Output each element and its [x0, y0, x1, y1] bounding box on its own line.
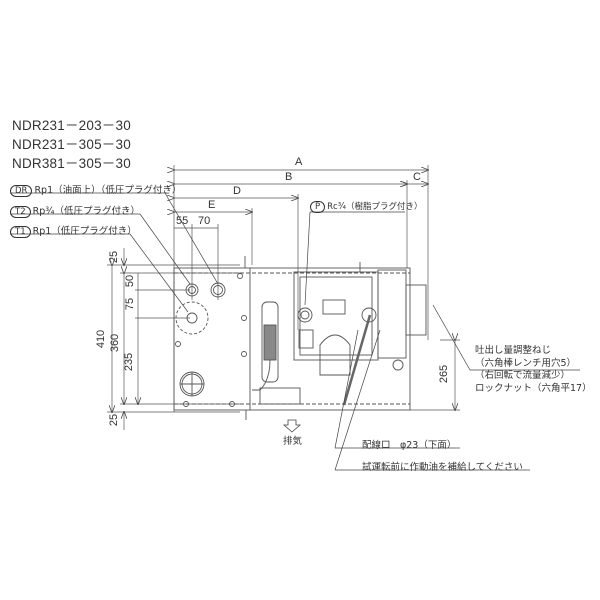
dim-label-25-bottom: 25 — [108, 413, 121, 427]
dim-label-70: 70 — [198, 215, 211, 227]
port-code: P — [310, 201, 326, 213]
model-list: NDR231－203－30 NDR231－305－30 NDR381－305－3… — [12, 116, 131, 173]
oil-fill-note: 試運転前に作動油を補給してください — [362, 462, 523, 473]
tank-body — [173, 256, 427, 420]
dim-label-50: 50 — [124, 274, 137, 288]
exhaust-label: 排気 — [283, 436, 303, 447]
dim-label-55: 55 — [176, 215, 189, 227]
dim-label-c: C — [413, 171, 421, 183]
port-code: T1 — [10, 226, 31, 238]
port-code: T2 — [10, 206, 31, 218]
dim-label-235: 235 — [123, 352, 136, 372]
port-code: DR — [10, 185, 33, 197]
dim-label-25-top: 25 — [108, 250, 121, 264]
dim-label-a: A — [295, 156, 303, 168]
wiring-port-note: 配線口 φ23（下面） — [362, 440, 457, 451]
dim-label-75: 75 — [124, 297, 137, 311]
model-number: NDR381－305－30 — [12, 156, 131, 171]
model-number: NDR231－203－30 — [12, 118, 131, 133]
dim-label-360: 360 — [109, 333, 122, 353]
dim-label-e: E — [208, 199, 216, 211]
dim-label-410: 410 — [95, 329, 108, 349]
dim-label-b: B — [285, 171, 293, 183]
exhaust-arrow-icon — [282, 419, 302, 433]
dim-label-d: D — [233, 185, 241, 197]
adjust-screw-note: 吐出し量調整ねじ （六角棒レンチ用穴5） （右回転で流量減少） ロックナット（六… — [475, 345, 592, 394]
model-number: NDR231－305－30 — [12, 137, 131, 152]
dim-label-265: 265 — [438, 364, 451, 384]
